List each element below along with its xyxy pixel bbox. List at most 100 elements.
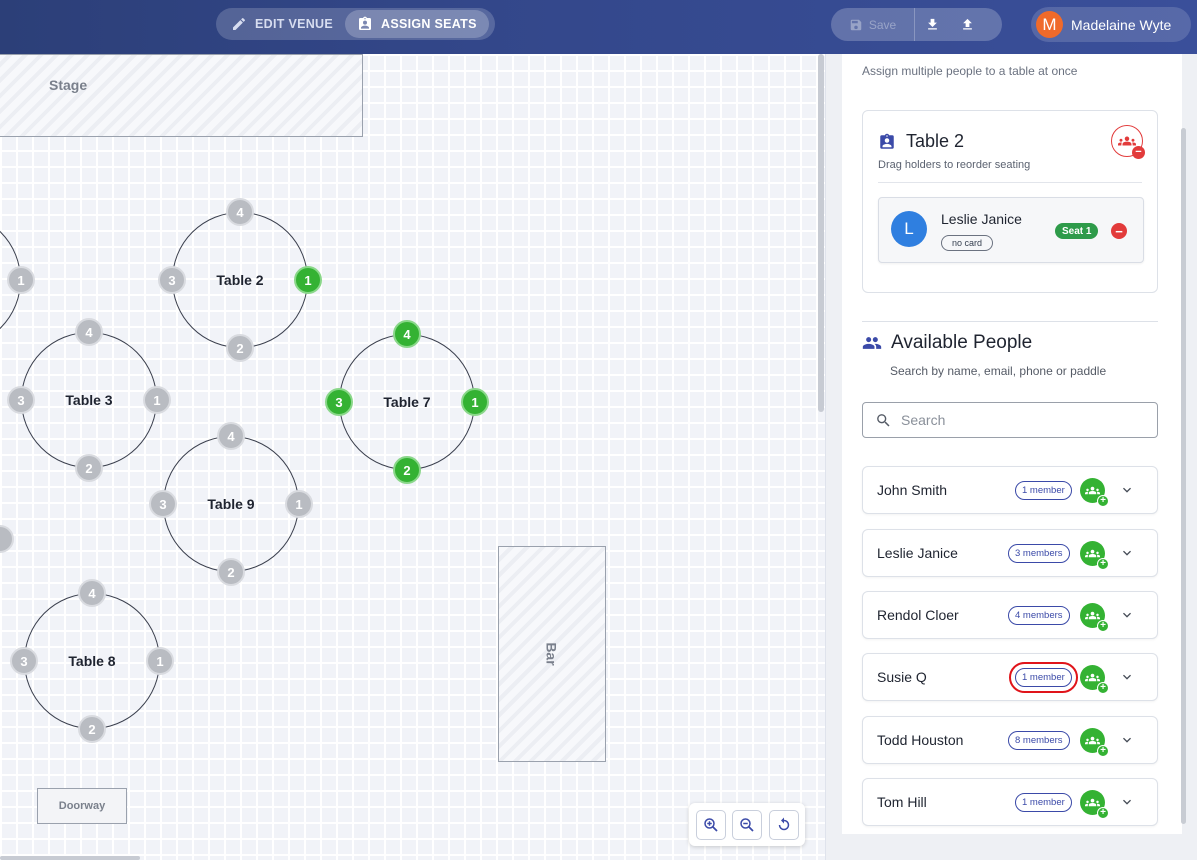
edit-venue-button[interactable]: EDIT VENUE: [219, 10, 345, 38]
save-button[interactable]: Save: [831, 8, 915, 41]
seat-4[interactable]: 4: [393, 320, 421, 348]
refresh-icon: [778, 817, 789, 830]
seat-2[interactable]: 2: [75, 454, 103, 482]
seat-1[interactable]: 1: [285, 490, 313, 518]
user-menu[interactable]: M Madelaine Wyte: [1031, 7, 1191, 42]
minus-icon: −: [1132, 146, 1145, 159]
seat-4[interactable]: 4: [75, 318, 103, 346]
add-to-table-button[interactable]: +: [1080, 728, 1109, 757]
assign-seats-label: ASSIGN SEATS: [381, 17, 477, 31]
group-icon: [1085, 611, 1100, 620]
seat-2[interactable]: 2: [393, 456, 421, 484]
search-input[interactable]: [901, 412, 1151, 428]
search-box: [862, 402, 1158, 438]
table-partial[interactable]: 1: [0, 212, 35, 348]
person-name: Todd Houston: [877, 732, 964, 748]
table-8[interactable]: Table 8 1 2 3 4: [10, 579, 174, 743]
plus-icon: +: [1097, 620, 1109, 632]
add-to-table-button[interactable]: +: [1080, 665, 1109, 694]
bar-zone[interactable]: Bar: [498, 546, 606, 762]
reset-zoom-button[interactable]: [768, 809, 799, 840]
member-count-badge: 1 member: [1015, 793, 1072, 812]
add-to-table-button[interactable]: +: [1080, 478, 1109, 507]
seat-holder-item[interactable]: L Leslie Janice no card Seat 1 −: [878, 197, 1144, 263]
group-assign-hint: Assign multiple people to a table at onc…: [862, 64, 1078, 78]
table-title: Table 2: [906, 131, 965, 151]
save-icon: [850, 19, 862, 30]
member-count-badge: 4 members: [1008, 606, 1070, 625]
seat-2[interactable]: 2: [78, 715, 106, 743]
table-3[interactable]: Table 3 1 2 3 4: [7, 318, 171, 482]
seat[interactable]: 1: [7, 266, 35, 294]
table-9[interactable]: Table 9 1 2 3 4: [149, 422, 313, 586]
add-to-table-button[interactable]: +: [1080, 603, 1109, 632]
seat-3[interactable]: 3: [7, 386, 35, 414]
remove-group-button[interactable]: −: [1111, 125, 1145, 159]
seat-1[interactable]: 1: [461, 388, 489, 416]
save-label: Save: [868, 17, 897, 32]
add-to-table-button[interactable]: +: [1080, 541, 1109, 570]
avatar: M: [1036, 11, 1063, 38]
seat-3[interactable]: 3: [149, 490, 177, 518]
group-icon: [1085, 736, 1100, 745]
expand-button[interactable]: [1119, 607, 1135, 623]
file-actions: Save: [831, 8, 1002, 41]
add-to-table-button[interactable]: +: [1080, 790, 1109, 819]
assign-seats-button[interactable]: ASSIGN SEATS: [345, 10, 489, 38]
seat-3[interactable]: 3: [158, 266, 186, 294]
table-2[interactable]: Table 2 1 2 3 4: [158, 198, 322, 362]
group-icon: [1085, 549, 1100, 558]
seat-3[interactable]: 3: [10, 647, 38, 675]
seat-4[interactable]: 4: [217, 422, 245, 450]
zoom-in-button[interactable]: [695, 809, 726, 840]
expand-button[interactable]: [1119, 669, 1135, 685]
zoom-out-icon: [740, 817, 754, 832]
plus-icon: +: [1097, 745, 1109, 757]
seat-1[interactable]: 1: [146, 647, 174, 675]
expand-button[interactable]: [1119, 545, 1135, 561]
member-count-badge: 1 member: [1009, 662, 1078, 693]
upload-button[interactable]: [950, 8, 985, 41]
vertical-scrollbar[interactable]: [818, 54, 824, 412]
doorway-label: Doorway: [58, 800, 106, 812]
stage-zone[interactable]: Stage: [0, 54, 363, 137]
venue-canvas[interactable]: Stage Bar Doorway 1 Table 2 1 2 3 4 Tabl…: [0, 54, 826, 860]
chevron-down-icon: [1123, 550, 1131, 556]
zoom-out-button[interactable]: [732, 809, 762, 840]
seat-1[interactable]: 1: [143, 386, 171, 414]
seat[interactable]: [0, 525, 14, 553]
person-name: Leslie Janice: [877, 545, 958, 561]
chevron-down-icon: [1123, 487, 1131, 493]
member-count-badge: 1 member: [1015, 481, 1072, 500]
assign-icon: [359, 16, 372, 30]
edit-venue-label: EDIT VENUE: [255, 17, 334, 31]
seat-3[interactable]: 3: [325, 388, 353, 416]
plus-icon: +: [1097, 807, 1109, 819]
panel-scrollbar[interactable]: [1181, 128, 1186, 824]
seat-1[interactable]: 1: [294, 266, 322, 294]
download-button[interactable]: [915, 8, 950, 41]
doorway-zone[interactable]: Doorway: [37, 788, 127, 824]
people-icon: [862, 337, 882, 349]
group-icon: [1085, 673, 1100, 682]
expand-button[interactable]: [1119, 794, 1135, 810]
seat-2[interactable]: 2: [217, 558, 245, 586]
seat-2[interactable]: 2: [226, 334, 254, 362]
seat-4[interactable]: 4: [78, 579, 106, 607]
expand-button[interactable]: [1119, 482, 1135, 498]
seat-4[interactable]: 4: [226, 198, 254, 226]
table-label: Table 2: [216, 272, 264, 288]
table-7[interactable]: Table 7 1 2 3 4: [325, 320, 489, 484]
panel-content: Assign multiple people to a table at onc…: [842, 54, 1182, 834]
available-title-label: Available People: [891, 332, 1033, 353]
expand-button[interactable]: [1119, 732, 1135, 748]
horizontal-scrollbar[interactable]: [0, 856, 140, 860]
side-panel: Assign multiple people to a table at onc…: [826, 54, 1197, 860]
remove-holder-button[interactable]: −: [1111, 223, 1127, 239]
